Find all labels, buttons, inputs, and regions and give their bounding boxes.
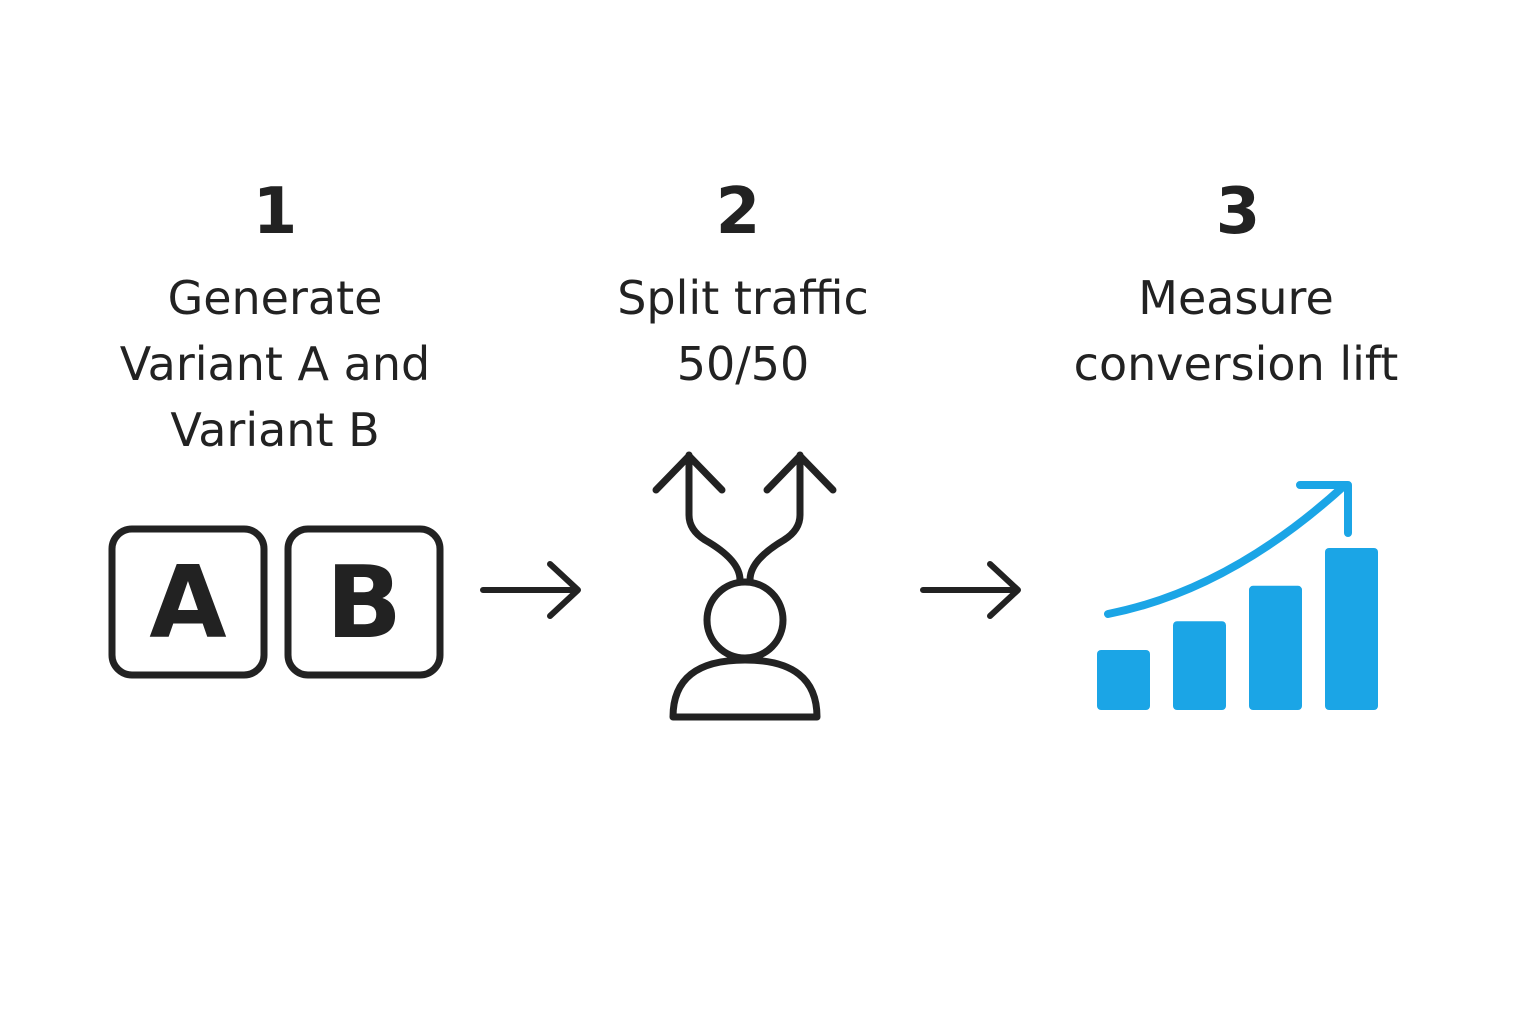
step-label: Split traffic 50/50 [543,265,943,397]
left-arrow-path [685,451,744,584]
label-line: Generate [167,271,383,325]
person-body [669,656,821,721]
label-line: Variant B [170,403,380,457]
growth-trend-line [1104,481,1349,618]
arrow-right-icon [920,561,1021,619]
growth-chart-icon [1097,481,1378,710]
step-label: Generate Variant A and Variant B [75,265,475,463]
variant-b-box [284,525,444,679]
label-line: Split traffic [617,271,869,325]
growth-bar [1325,548,1378,710]
right-arrowhead [763,452,837,494]
arrow-right-icon [480,561,581,619]
step-label: Measure conversion lift [1036,265,1436,397]
label-line: Variant A and [119,337,431,391]
growth-arrowhead [1296,481,1352,537]
variant-a-letter: A [149,544,226,661]
step-number: 3 [1215,175,1261,249]
right-arrow-path [746,451,804,584]
label-line: Measure [1138,271,1334,325]
step-number: 1 [252,175,298,249]
label-line: conversion lift [1073,337,1399,391]
split-traffic-icon [652,451,837,721]
person-head [703,578,787,662]
ab-variants-icon: A B [108,525,444,679]
growth-bar [1097,650,1150,710]
growth-bar [1173,621,1226,710]
variant-a-box [108,525,268,679]
step-number: 2 [715,175,761,249]
left-arrowhead [652,452,726,494]
variant-b-letter: B [326,544,402,661]
growth-bar [1249,585,1302,710]
label-line: 50/50 [676,337,810,391]
